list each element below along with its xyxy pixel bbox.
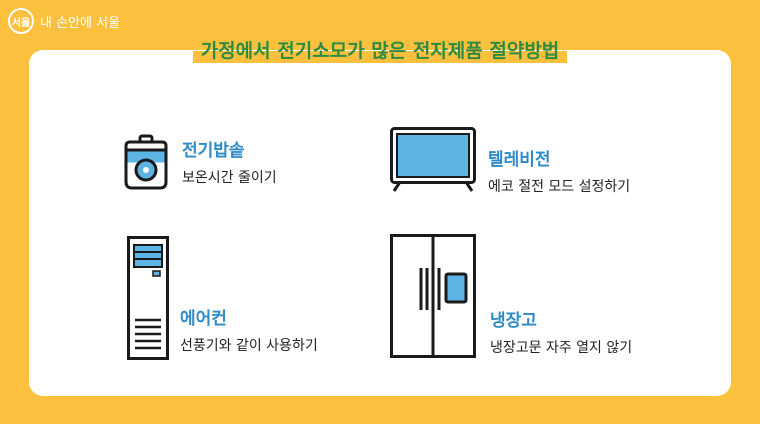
item-air-conditioner: 에어컨 선풍기와 같이 사용하기	[180, 304, 318, 355]
item-rice-cooker: 전기밥솥 보온시간 줄이기	[182, 136, 277, 187]
logo: 서울 내 손안에 서울	[8, 8, 120, 34]
item-desc: 냉장고문 자주 열지 않기	[490, 340, 633, 356]
seoul-logo-mark: 서울	[8, 8, 34, 34]
item-name: 에어컨	[180, 309, 227, 329]
logo-text: 내 손안에 서울	[40, 15, 121, 31]
item-refrigerator: 냉장고 냉장고문 자주 열지 않기	[490, 306, 632, 357]
item-desc: 에코 절전 모드 설정하기	[488, 179, 631, 195]
item-television: 텔레비전 에코 절전 모드 설정하기	[488, 145, 630, 196]
item-name: 텔레비전	[488, 150, 551, 170]
item-name: 전기밥솥	[182, 141, 245, 161]
air-conditioner-icon	[127, 236, 169, 360]
item-desc: 선풍기와 같이 사용하기	[180, 338, 318, 354]
rice-cooker-icon	[124, 134, 168, 190]
item-name: 냉장고	[490, 311, 537, 331]
page-title: 가정에서 전기소모가 많은 전자제품 절약방법	[192, 36, 568, 63]
refrigerator-icon	[390, 234, 476, 358]
title-wrap: 가정에서 전기소모가 많은 전자제품 절약방법	[0, 36, 760, 63]
television-icon	[390, 127, 476, 192]
item-desc: 보온시간 줄이기	[182, 170, 277, 186]
